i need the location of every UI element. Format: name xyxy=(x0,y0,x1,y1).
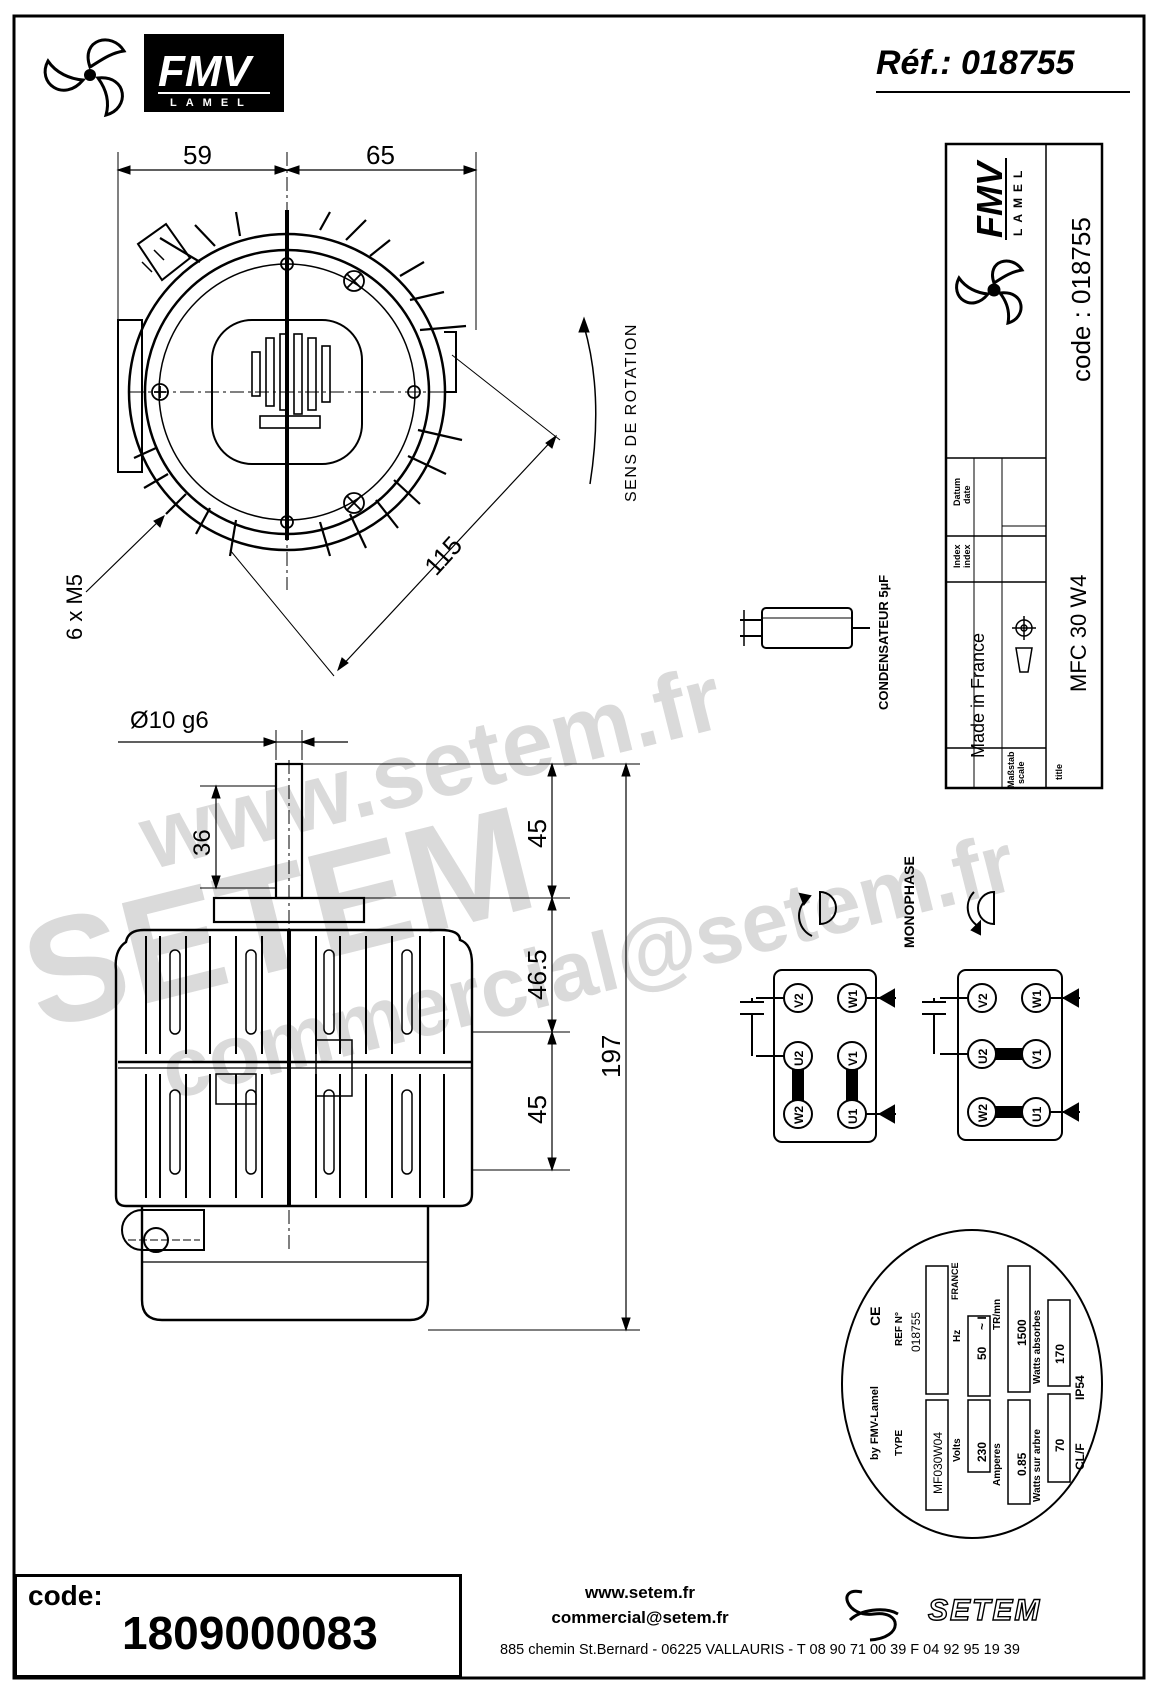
dim-36: 36 xyxy=(189,829,216,856)
svg-text:LAMEL: LAMEL xyxy=(1011,165,1025,236)
dim-197: 197 xyxy=(596,1035,626,1078)
page-border xyxy=(12,14,1146,1680)
svg-text:CE: CE xyxy=(867,1307,883,1326)
motor-front-view xyxy=(85,152,597,677)
title-block-index-en: index xyxy=(962,544,972,568)
email-link[interactable]: commercial@setem.fr xyxy=(551,1608,729,1627)
svg-text:Volts: Volts xyxy=(952,1438,963,1462)
dim-46-5: 46.5 xyxy=(522,949,552,1000)
code-label: code: xyxy=(28,1580,103,1611)
svg-text:IP54: IP54 xyxy=(1073,1375,1087,1400)
svg-text:170: 170 xyxy=(1053,1344,1067,1364)
svg-text:V2: V2 xyxy=(976,993,990,1008)
setem-logo: SETEM xyxy=(845,1589,1041,1642)
motor-nameplate xyxy=(841,1229,1103,1539)
code-value: 1809000083 xyxy=(122,1607,378,1659)
svg-text:W1: W1 xyxy=(1030,990,1044,1008)
svg-text:FMV: FMV xyxy=(158,47,255,96)
svg-text:Hz: Hz xyxy=(952,1330,963,1342)
svg-text:0.85: 0.85 xyxy=(1015,1452,1029,1476)
svg-text:1500: 1500 xyxy=(1015,1319,1029,1346)
svg-text:FRANCE: FRANCE xyxy=(950,1263,960,1301)
fmv-brand-logo: FMV LAMEL xyxy=(144,34,284,112)
nameplate-text: CE by FMV-Lamel REF N° 018755 TYPE MF030… xyxy=(867,1263,1087,1503)
reference-number: Réf.: 018755 xyxy=(876,44,1075,82)
wiring-title: MONOPHASE xyxy=(901,856,917,948)
svg-text:W2: W2 xyxy=(792,1106,806,1124)
capacitor-symbol xyxy=(740,607,870,649)
svg-text:Watts sur arbre: Watts sur arbre xyxy=(1032,1429,1043,1502)
dim-65: 65 xyxy=(366,140,395,170)
svg-text:U2: U2 xyxy=(976,1048,990,1064)
dim-45-bottom: 45 xyxy=(522,1095,552,1124)
title-block-scale-en: scale xyxy=(1016,761,1026,784)
svg-text:V1: V1 xyxy=(846,1051,860,1066)
rotation-label: SENS DE ROTATION xyxy=(623,323,640,502)
wiring-diagram-right xyxy=(922,969,1080,1141)
svg-text:230: 230 xyxy=(975,1442,989,1462)
title-block-code: code : 018755 xyxy=(1066,217,1096,382)
dim-45-top: 45 xyxy=(522,819,552,848)
rotation-ccw-icon xyxy=(966,890,995,936)
dim-mounting: 6 x M5 xyxy=(62,574,87,640)
title-block-title-label: title xyxy=(1054,764,1064,780)
svg-text:U2: U2 xyxy=(792,1050,806,1066)
svg-text:W1: W1 xyxy=(846,990,860,1008)
svg-text:TR/mn: TR/mn xyxy=(992,1299,1003,1330)
address-line: 885 chemin St.Bernard - 06225 VALLAURIS … xyxy=(500,1642,1020,1658)
wiring-diagram-left xyxy=(740,969,896,1143)
svg-text:MF030W04: MF030W04 xyxy=(931,1432,945,1494)
svg-text:~ I: ~ I xyxy=(975,1316,989,1330)
motor-side-view xyxy=(114,730,640,1332)
svg-text:FMV: FMV xyxy=(969,159,1010,238)
svg-text:SETEM: SETEM xyxy=(928,1594,1041,1627)
svg-text:018755: 018755 xyxy=(909,1312,923,1352)
svg-text:Amperes: Amperes xyxy=(992,1443,1003,1486)
code-box xyxy=(14,1574,462,1678)
svg-text:U1: U1 xyxy=(846,1108,860,1124)
rotation-cw-icon xyxy=(798,890,837,937)
fmv-fan-logo xyxy=(43,38,127,118)
svg-text:V2: V2 xyxy=(792,993,806,1008)
title-block-fan-logo xyxy=(955,259,1025,326)
svg-text:W2: W2 xyxy=(976,1104,990,1122)
svg-text:by FMV-Lamel: by FMV-Lamel xyxy=(869,1386,881,1460)
svg-text:Watts absorbes: Watts absorbes xyxy=(1032,1309,1043,1384)
svg-text:50: 50 xyxy=(975,1346,989,1360)
svg-text:TYPE: TYPE xyxy=(894,1430,905,1456)
svg-text:LAMEL: LAMEL xyxy=(170,97,253,109)
title-block-brand: FMV LAMEL xyxy=(969,158,1025,240)
title-block-model: MFC 30 W4 xyxy=(1066,575,1091,692)
title-block-datum: Datum xyxy=(952,478,962,506)
projection-symbol-icon xyxy=(1012,616,1036,673)
capacitor-label: CONDENSATEUR 5µF xyxy=(876,575,891,710)
title-block-index: Index xyxy=(952,544,962,568)
svg-text:CL/F: CL/F xyxy=(1073,1443,1087,1470)
svg-text:70: 70 xyxy=(1053,1438,1067,1452)
svg-text:REF N°: REF N° xyxy=(894,1312,905,1346)
title-block-made-in: Made in France xyxy=(968,633,988,758)
svg-text:U1: U1 xyxy=(1030,1106,1044,1122)
title-block-scale: Maßstab xyxy=(1006,751,1016,788)
title-block-date: date xyxy=(962,485,972,504)
title-block xyxy=(944,142,1104,790)
terminal-labels: V2 W1 U2 V1 W2 U1 V2 W1 U2 V1 W2 U1 xyxy=(792,990,1044,1124)
svg-text:V1: V1 xyxy=(1030,1049,1044,1064)
dim-shaft: Ø10 g6 xyxy=(130,707,209,734)
website-link[interactable]: www.setem.fr xyxy=(585,1583,695,1602)
dim-59: 59 xyxy=(183,140,212,170)
